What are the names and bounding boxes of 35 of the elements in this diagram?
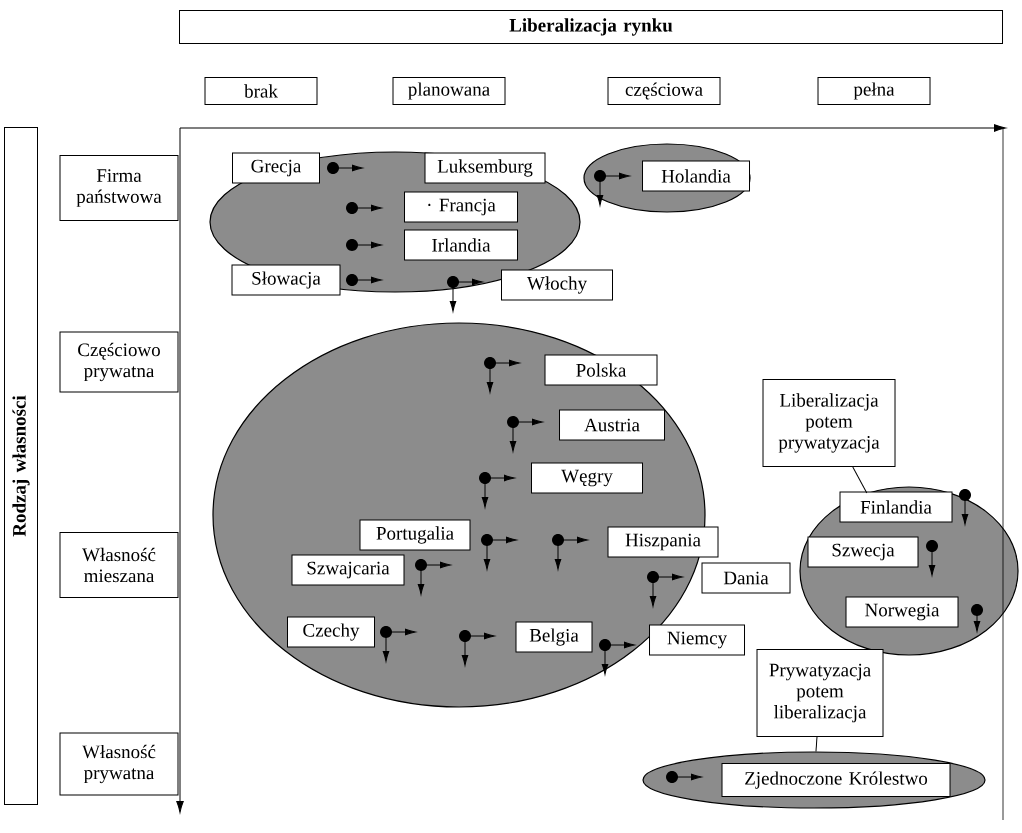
country-box: Zjednoczone Królestwo	[721, 763, 951, 797]
callout-box: Prywatyzacja potem liberalizacja	[756, 649, 884, 737]
country-box: Finlandia	[839, 491, 953, 523]
column-header: częściowa	[607, 77, 721, 105]
row-header: Częściowo prywatna	[59, 331, 179, 393]
country-box: Czechy	[287, 616, 375, 648]
country-box: Węgry	[531, 462, 643, 494]
axis-title-box: Rodzaj własności	[4, 127, 38, 805]
row-header: Firma państwowa	[59, 155, 179, 221]
country-box: Niemcy	[649, 624, 745, 656]
leader-line	[815, 736, 818, 752]
column-header: brak	[204, 77, 318, 105]
country-box: Austria	[559, 409, 665, 441]
country-box: Holandia	[642, 160, 750, 192]
country-box: Luksemburg	[424, 152, 546, 184]
country-box: Polska	[544, 354, 658, 386]
country-box: Szwajcaria	[291, 554, 405, 586]
country-box: Irlandia	[404, 229, 518, 261]
country-box: Włochy	[501, 269, 613, 301]
country-box: Szwecja	[807, 536, 919, 568]
row-header: Własność prywatna	[59, 732, 179, 796]
country-box: Słowacja	[231, 264, 341, 296]
country-box: Portugalia	[359, 519, 471, 551]
callout-box: Liberalizacja potem prywatyzacja	[762, 379, 896, 467]
country-box: Belgia	[515, 621, 593, 653]
country-box: · Francja	[404, 191, 518, 223]
column-header: planowana	[392, 77, 506, 105]
leader-line	[852, 466, 868, 494]
country-box: Hiszpania	[607, 526, 719, 558]
column-header: pełna	[817, 77, 931, 105]
country-box: Dania	[701, 562, 791, 594]
country-box: Grecja	[232, 152, 320, 184]
row-header: Własność mieszana	[59, 532, 179, 598]
heading-box: Liberalizacja rynku	[179, 10, 1003, 44]
country-box: Norwegia	[845, 596, 959, 628]
